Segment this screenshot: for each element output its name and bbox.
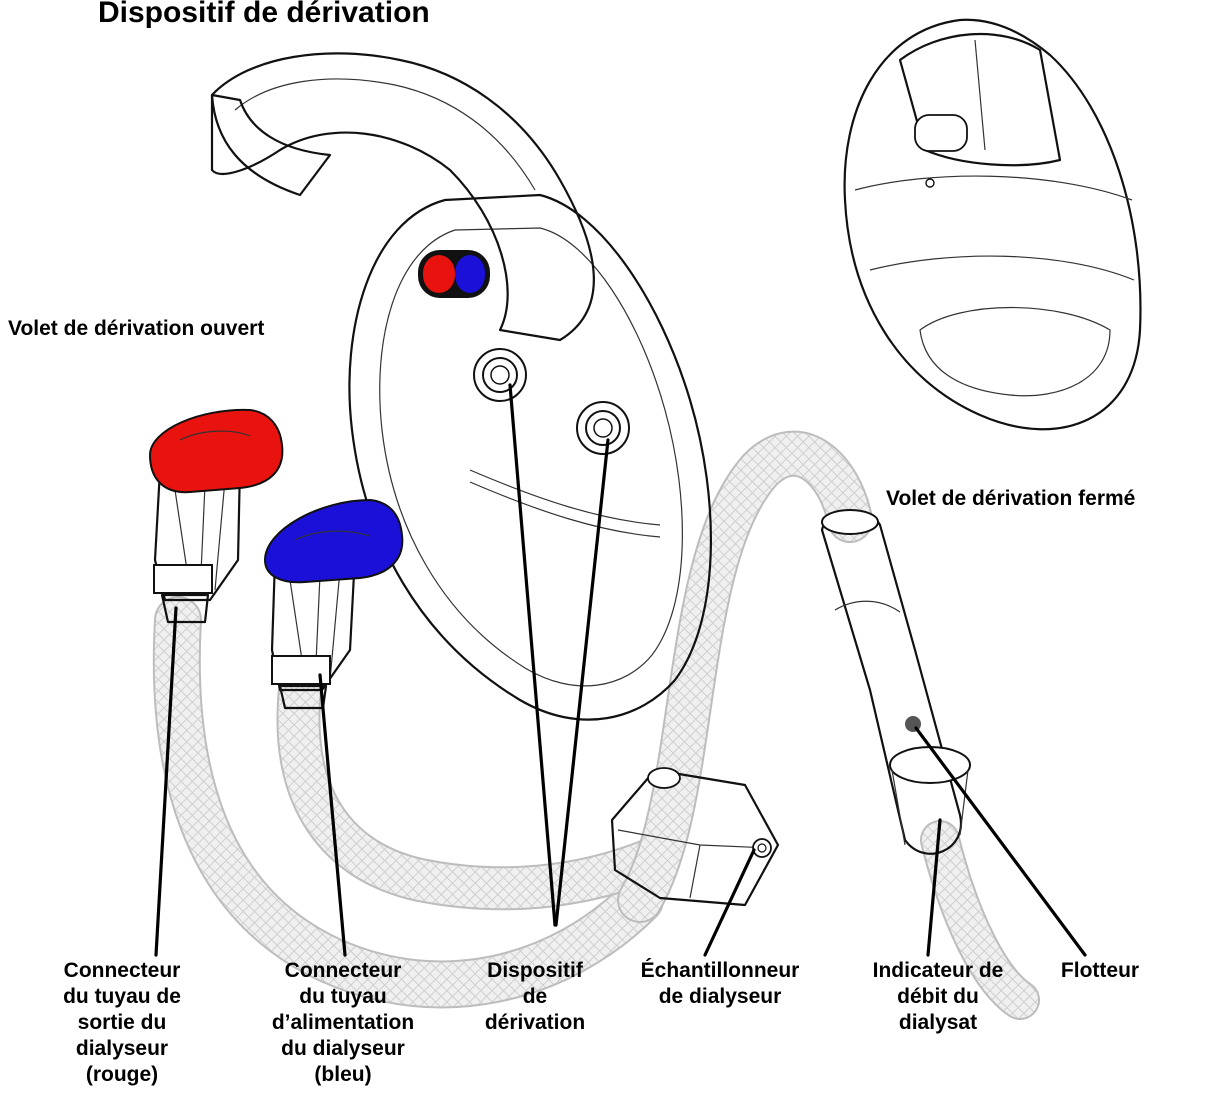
label-outlet-connector: Connecteur du tuyau de sortie du dialyse… [42,958,202,1088]
flow-indicator [822,510,970,854]
label-flow-indicator: Indicateur de débit du dialysat [844,958,1032,1036]
diagram-title: Dispositif de dérivation [98,0,430,32]
bypass-device-closed [845,20,1141,429]
red-outlet-connector [150,410,282,622]
label-float: Flotteur [1040,958,1160,984]
label-bypass-device: Dispositif de dérivation [460,958,610,1036]
label-dialyser-sampler: Échantillonneur de dialyseur [620,958,820,1010]
blue-inlet-connector [265,500,402,708]
label-flap-closed: Volet de dérivation fermé [886,486,1135,512]
bypass-device-open [212,53,711,719]
label-flap-open: Volet de dérivation ouvert [8,316,264,342]
label-inlet-connector: Connecteur du tuyau d’alimentation du di… [248,958,438,1088]
